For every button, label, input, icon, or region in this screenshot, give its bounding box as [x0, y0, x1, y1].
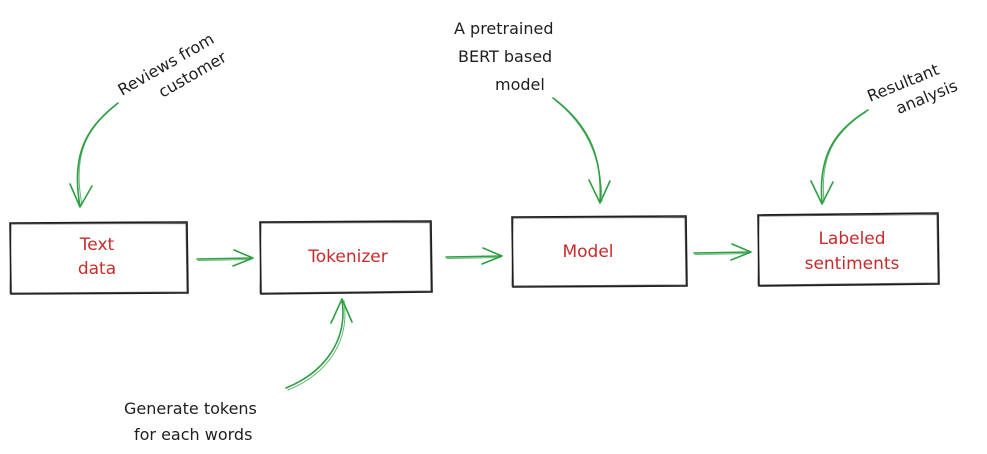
arrow-reviews-to-text-data: [69, 102, 119, 208]
arrow-text-to-tokenizer: [196, 249, 254, 267]
arrow-pretrained-to-model: [552, 97, 611, 204]
node-tokenizer-label: Tokenizer: [307, 247, 387, 267]
note-pretrained-line1: A pretrained: [454, 19, 554, 38]
note-pretrained-bert: A pretrained BERT based model: [454, 19, 554, 94]
note-generate-tokens: Generate tokens for each words: [124, 399, 257, 444]
node-text-data[interactable]: Text data: [9, 221, 189, 295]
note-pretrained-line3: model: [495, 75, 545, 94]
note-generate-line2: for each words: [134, 425, 252, 444]
node-text-data-line2: data: [78, 259, 116, 279]
node-labeled-sentiments-line2: sentiments: [805, 254, 900, 274]
note-generate-line1: Generate tokens: [124, 399, 257, 418]
node-model[interactable]: Model: [511, 215, 688, 288]
note-reviews-from-customer: Reviews from customer: [115, 29, 231, 101]
node-model-label: Model: [562, 242, 613, 262]
arrow-generate-to-tokenizer: [285, 298, 353, 391]
note-resultant-analysis: Resultant analysis: [864, 60, 960, 118]
arrow-tokenizer-to-model: [445, 247, 503, 265]
node-labeled-sentiments[interactable]: Labeled sentiments: [757, 212, 940, 287]
arrow-resultant-to-labeled: [810, 109, 869, 205]
node-text-data-line1: Text: [79, 235, 115, 255]
node-labeled-sentiments-line1: Labeled: [818, 229, 885, 249]
arrow-model-to-labeled: [693, 243, 752, 261]
note-pretrained-line2: BERT based: [458, 47, 552, 66]
node-tokenizer[interactable]: Tokenizer: [259, 220, 433, 295]
